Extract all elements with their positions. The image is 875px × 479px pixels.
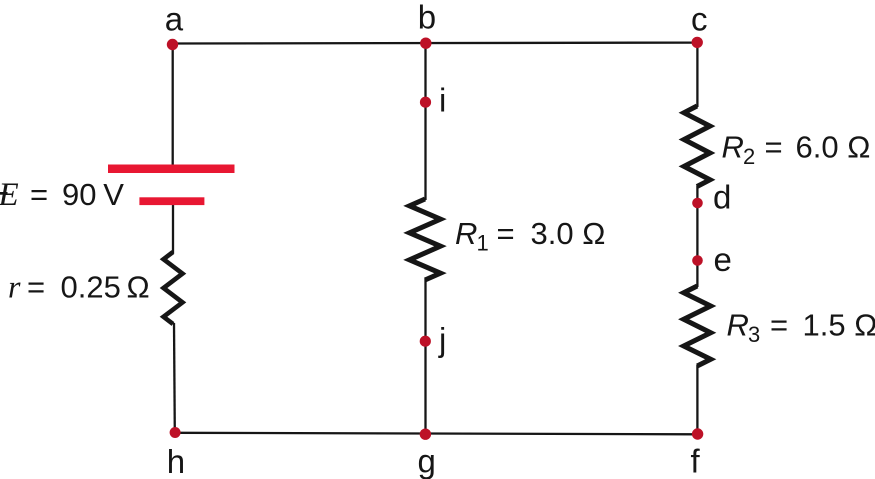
svg-text:b: b <box>418 0 436 36</box>
svg-text:f: f <box>691 443 701 479</box>
svg-text:d: d <box>713 179 731 216</box>
svg-text:=: = <box>765 130 783 165</box>
svg-text:6.0 Ω: 6.0 Ω <box>796 130 871 165</box>
svg-text:=: = <box>30 177 48 212</box>
svg-text:E: E <box>0 177 19 213</box>
svg-text:V: V <box>103 177 124 212</box>
svg-text:3: 3 <box>748 322 760 347</box>
svg-text:c: c <box>691 1 708 38</box>
svg-text:R: R <box>722 130 744 165</box>
svg-text:3.0 Ω: 3.0 Ω <box>531 216 606 251</box>
svg-text:=: = <box>497 216 515 251</box>
svg-text:r: r <box>8 269 21 305</box>
svg-text:e: e <box>714 241 732 278</box>
svg-text:j: j <box>438 321 446 358</box>
svg-text:0.25: 0.25 <box>61 270 121 305</box>
svg-text:Ω: Ω <box>127 270 150 305</box>
svg-text:i: i <box>439 81 446 118</box>
svg-text:R: R <box>455 216 477 251</box>
svg-text:=: = <box>27 270 45 305</box>
svg-text:g: g <box>418 443 436 479</box>
svg-text:h: h <box>167 443 185 479</box>
svg-text:R: R <box>727 308 749 343</box>
svg-text:1.5 Ω: 1.5 Ω <box>803 308 875 343</box>
svg-text:1: 1 <box>477 231 489 256</box>
svg-text:=: = <box>770 308 788 343</box>
svg-text:a: a <box>165 1 184 38</box>
svg-text:2: 2 <box>743 144 755 169</box>
svg-text:90: 90 <box>62 177 96 212</box>
